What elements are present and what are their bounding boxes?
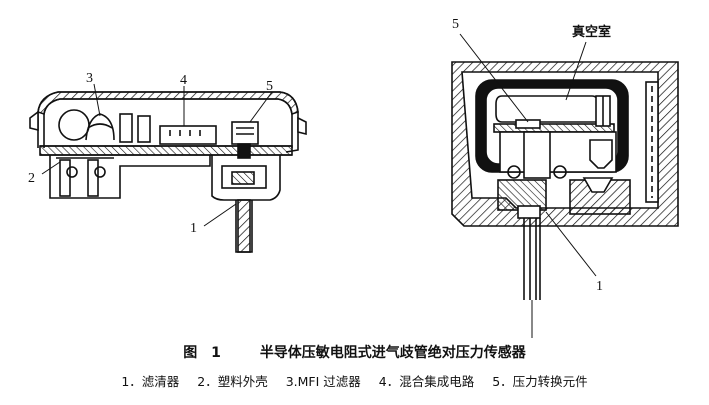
left-leader-lines xyxy=(41,83,273,227)
legend-item-4: 4．混合集成电路 xyxy=(378,374,475,389)
left-callout-5: 5 xyxy=(266,79,273,94)
right-callout-5: 5 xyxy=(452,17,459,32)
vacuum-chamber-label: 真空室 xyxy=(572,24,611,40)
legend-item-1: 1．滤清器 xyxy=(121,374,180,389)
sensor-diagram: 3 4 5 2 1 xyxy=(28,17,679,338)
right-callout-1: 1 xyxy=(596,279,603,294)
left-callout-3: 3 xyxy=(86,71,93,86)
legend-item-2: 2．塑料外壳 xyxy=(197,374,268,389)
left-callout-2: 2 xyxy=(28,171,35,186)
left-callout-4: 4 xyxy=(180,73,187,88)
figure-title: 半导体压敏电阻式进气歧管绝对压力传感器 xyxy=(259,345,526,361)
legend-item-3: 3.MFI 过滤器 xyxy=(285,374,361,389)
figure-number: 图 1 xyxy=(183,345,221,361)
left-sensor-drawing xyxy=(29,91,307,253)
figure-caption: 图 1 半导体压敏电阻式进气歧管绝对压力传感器 xyxy=(0,342,709,362)
legend-item-5: 5．压力转换元件 xyxy=(492,374,588,389)
figure-legend: 1．滤清器 2．塑料外壳 3.MFI 过滤器 4．混合集成电路 5．压力转换元件 xyxy=(0,371,709,390)
left-callout-1: 1 xyxy=(190,221,197,236)
right-sensor-drawing xyxy=(451,61,679,338)
right-leader-lines xyxy=(459,33,597,277)
